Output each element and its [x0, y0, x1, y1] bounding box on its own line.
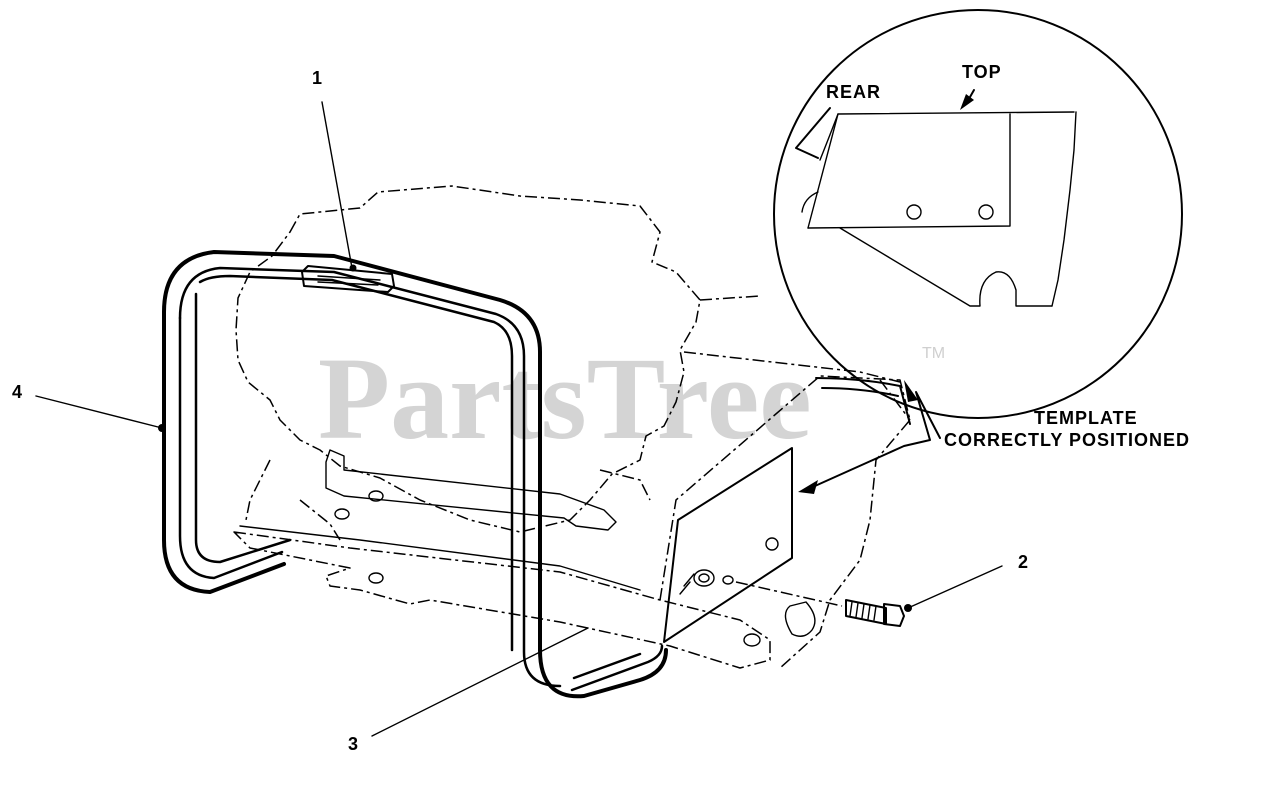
callout-2: 2: [904, 552, 1028, 612]
callout-4: 4: [12, 382, 166, 432]
callout-1: 1: [312, 68, 353, 269]
bolt: [735, 581, 905, 627]
callout-number-1: 1: [312, 68, 322, 88]
callout-number-4: 4: [12, 382, 22, 402]
template-label-line2: CORRECTLY POSITIONED: [944, 430, 1190, 450]
template-plate: [663, 447, 793, 643]
inset-detail: REAR TOP: [773, 9, 1183, 419]
callout-3: 3: [348, 627, 589, 754]
inset-rear-label: REAR: [826, 82, 881, 102]
template-callout: TEMPLATE CORRECTLY POSITIONED: [798, 380, 1190, 494]
inset-top-label: TOP: [962, 62, 1002, 82]
base-plate: [233, 449, 771, 669]
engine-outline: [235, 185, 901, 533]
callout-number-3: 3: [348, 734, 358, 754]
roll-frame: [162, 250, 668, 699]
template-label-line1: TEMPLATE: [1034, 408, 1138, 428]
callout-number-2: 2: [1018, 552, 1028, 572]
watermark-text: PartsTree: [318, 333, 812, 464]
trademark-mark: TM: [922, 345, 945, 362]
